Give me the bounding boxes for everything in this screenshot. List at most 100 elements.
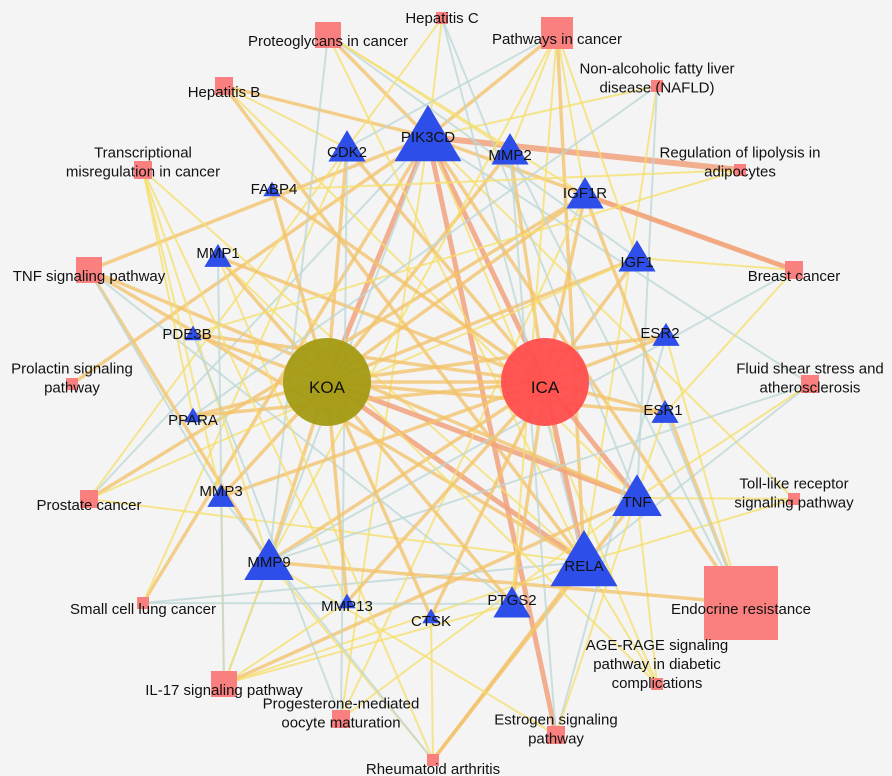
edge-ppara-transcr — [142, 169, 194, 417]
edge-fabp4-ica — [270, 188, 547, 384]
node-esr2 — [652, 322, 680, 346]
node-transcr — [134, 161, 152, 179]
label-mmp9: MMP9 — [247, 554, 290, 571]
edge-pik3cd-proteo — [326, 33, 430, 139]
node-pde3b — [184, 325, 202, 341]
edge-pde3b-lipolysis — [192, 169, 741, 335]
node-igf1r — [566, 177, 604, 209]
edge-igf1r-endocrine — [583, 193, 743, 605]
label-igf1: IGF1 — [620, 254, 653, 271]
edge-pik3cd-pathcancer — [426, 31, 559, 139]
label-breast: Breast cancer — [748, 268, 841, 285]
node-layer — [66, 12, 819, 766]
node-sclc — [137, 597, 149, 609]
node-ptgs2 — [493, 586, 531, 618]
edge-mmp9-fluid — [268, 383, 811, 563]
node-tlr — [788, 493, 800, 505]
edge-mmp3-ra — [220, 496, 434, 761]
node-koa — [283, 338, 371, 426]
node-fluid — [801, 375, 819, 393]
edge-mmp9-tnfsig — [87, 268, 271, 564]
node-ppara — [184, 407, 202, 423]
node-breast — [785, 261, 803, 279]
label-pathcancer: Pathways in cancer — [492, 31, 622, 48]
node-proteo — [315, 22, 341, 48]
edge-mmp13-ica — [345, 380, 547, 604]
edge-mmp2-endocrine — [509, 150, 742, 604]
node-pathcancer — [541, 17, 573, 49]
node-prolactin — [66, 378, 78, 390]
label-rela: RELA — [564, 558, 603, 575]
node-pik3cd — [394, 104, 462, 162]
node-esr1 — [651, 399, 679, 423]
edge-igf1-pathcancer — [556, 32, 638, 259]
edge-rela-prostate — [88, 498, 585, 563]
label-proteo: Proteoglycans in cancer — [248, 33, 408, 50]
edge-ptgs2-sclc — [142, 602, 513, 605]
node-mmp1 — [204, 243, 232, 267]
edge-mmp3-tnfsig — [88, 269, 222, 498]
edge-tnf-hepb — [223, 85, 638, 499]
edge-igf1r-pathcancer — [556, 32, 586, 196]
label-mmp2: MMP2 — [488, 147, 531, 164]
node-tnf — [612, 474, 662, 516]
edge-ptgs2-tnfsig — [88, 269, 513, 605]
node-ica — [501, 338, 589, 426]
node-igf1 — [618, 240, 656, 272]
edge-pik3cd-hepb — [222, 84, 430, 139]
label-ptgs2: PTGS2 — [487, 592, 536, 609]
edge-mmp13-il17 — [223, 601, 348, 685]
node-lipolysis — [734, 164, 746, 176]
edge-tnf-ra — [431, 496, 639, 762]
label-tnf: TNF — [622, 494, 651, 511]
edge-ptgs2-il17 — [223, 603, 513, 685]
label-tnfsig: TNF signaling pathway — [13, 268, 166, 285]
label-ppara: PPARA — [168, 412, 218, 429]
edge-igf1r-progest — [340, 194, 586, 720]
edge-cdk2-pathcancer — [346, 32, 558, 149]
node-ctsk — [422, 608, 440, 624]
edge-igf1-proteo — [327, 34, 638, 259]
edge-mmp1-il17 — [217, 256, 225, 685]
label-pik3cd: PIK3CD — [401, 129, 455, 146]
edge-pik3cd-prostate — [88, 136, 429, 500]
edge-rela-proteo — [327, 34, 585, 563]
label-prostate: Prostate cancer — [36, 497, 141, 514]
edge-mmp9-pathcancer — [268, 32, 558, 563]
label-ica: ICA — [531, 378, 560, 397]
label-mmp1: MMP1 — [196, 245, 239, 262]
label-hepc: Hepatitis C — [405, 10, 479, 27]
edge-igf1-breast — [636, 257, 795, 271]
edge-mmp9-estrogen — [268, 561, 557, 736]
edge-mmp2-estrogen — [509, 150, 557, 736]
label-pde3b: PDE3B — [162, 326, 211, 343]
edge-fabp4-lipolysis — [271, 169, 741, 191]
edge-esr1-estrogen — [555, 412, 666, 736]
node-cdk2 — [328, 130, 366, 162]
edge-tnf-il17 — [222, 496, 639, 686]
edge-pik3cd-tnfsig — [87, 135, 430, 272]
edge-tnf-koa — [324, 379, 640, 501]
edge-rela-hepb — [222, 84, 586, 564]
edge-ctsk-ra — [430, 616, 434, 761]
node-prostate — [80, 490, 98, 508]
edge-pde3b-ica — [191, 332, 547, 384]
edge-esr2-estrogen — [555, 335, 667, 736]
node-tnfsig — [76, 257, 102, 283]
edge-mmp2-proteo — [327, 34, 511, 152]
edge-tnf-fluid — [636, 383, 811, 499]
edge-rela-fluid — [583, 383, 811, 563]
node-endocrine — [704, 566, 778, 640]
edge-cdk2-sclc — [142, 147, 348, 604]
label-esr2: ESR2 — [640, 325, 679, 342]
edge-mmp9-endocrine — [267, 560, 743, 605]
